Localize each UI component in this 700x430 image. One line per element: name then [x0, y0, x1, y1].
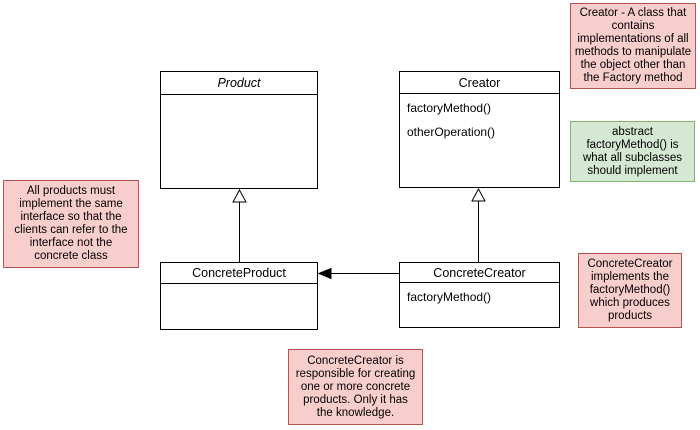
class-concrete-creator-method-factorymethod: factoryMethod()	[407, 290, 492, 304]
note-creator-description: Creator - A class that contains implemen…	[570, 3, 696, 89]
class-product-body	[161, 95, 317, 97]
class-concrete-product-body	[161, 284, 317, 286]
class-concrete-creator-title: ConcreteCreator	[400, 263, 559, 283]
generalization-arrow-concreteproduct-to-product	[232, 188, 247, 262]
class-product: Product	[160, 71, 318, 189]
class-concrete-creator-body: factoryMethod()	[400, 283, 559, 309]
class-concrete-product: ConcreteProduct	[160, 262, 318, 330]
class-concrete-product-title: ConcreteProduct	[161, 263, 317, 284]
note-concrete-creator-implements: ConcreteCreator implements the factoryMe…	[578, 253, 682, 328]
note-abstract-factorymethod: abstract factoryMethod() is what all sub…	[570, 121, 695, 182]
class-product-title: Product	[161, 72, 317, 95]
creates-arrow-concretecreator-to-concreteproduct	[317, 267, 399, 280]
class-creator-method-otheroperation: otherOperation()	[407, 125, 496, 139]
class-creator-method-factorymethod: factoryMethod()	[407, 101, 492, 115]
class-concrete-creator: ConcreteCreator factoryMethod()	[399, 262, 560, 328]
class-creator-title: Creator	[400, 72, 559, 94]
generalization-arrow-concretecreator-to-creator	[471, 187, 486, 262]
note-products-interface: All products must implement the same int…	[3, 180, 139, 268]
class-creator: Creator factoryMethod() otherOperation()	[399, 71, 560, 188]
note-concrete-creator-knowledge: ConcreteCreator is responsible for creat…	[288, 349, 423, 425]
class-creator-body: factoryMethod() otherOperation()	[400, 94, 559, 144]
